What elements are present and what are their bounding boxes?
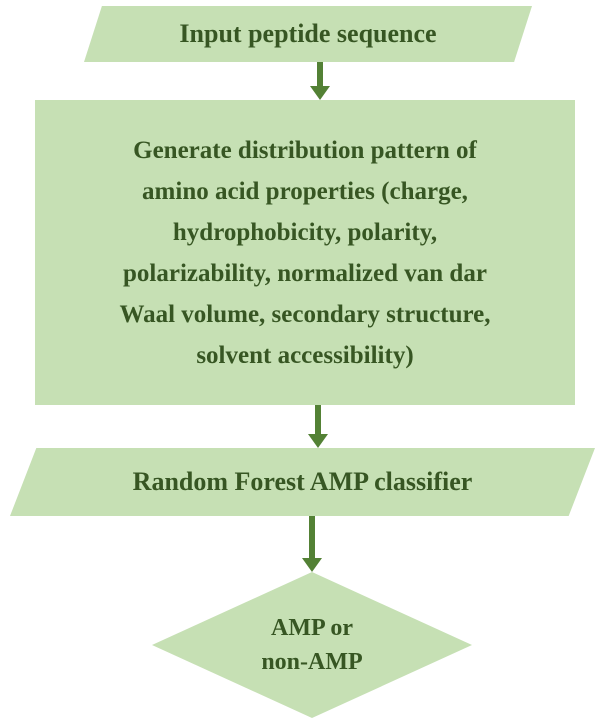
arrow-head-icon <box>302 558 322 572</box>
arrow-head-icon <box>308 434 328 448</box>
node-label: Random Forest AMP classifier <box>132 467 473 496</box>
flow-arrow-2 <box>308 405 328 448</box>
flow-arrow-1 <box>310 62 330 100</box>
flowchart-node-amp-decision: AMP or non-AMP <box>152 572 472 718</box>
arrow-stem <box>315 405 321 434</box>
arrow-stem <box>309 516 315 558</box>
node-label: Input peptide sequence <box>179 19 437 48</box>
arrow-head-icon <box>310 86 330 100</box>
flowchart-node-random-forest-classifier: Random Forest AMP classifier <box>10 448 595 516</box>
flowchart-node-input-peptide-sequence: Input peptide sequence <box>84 6 532 62</box>
arrow-stem <box>317 62 323 86</box>
flowchart-node-generate-distribution: Generate distribution pattern of amino a… <box>35 100 575 405</box>
flow-arrow-3 <box>302 516 322 572</box>
node-label: Generate distribution pattern of amino a… <box>119 136 491 369</box>
node-label: AMP or non-AMP <box>261 615 363 675</box>
